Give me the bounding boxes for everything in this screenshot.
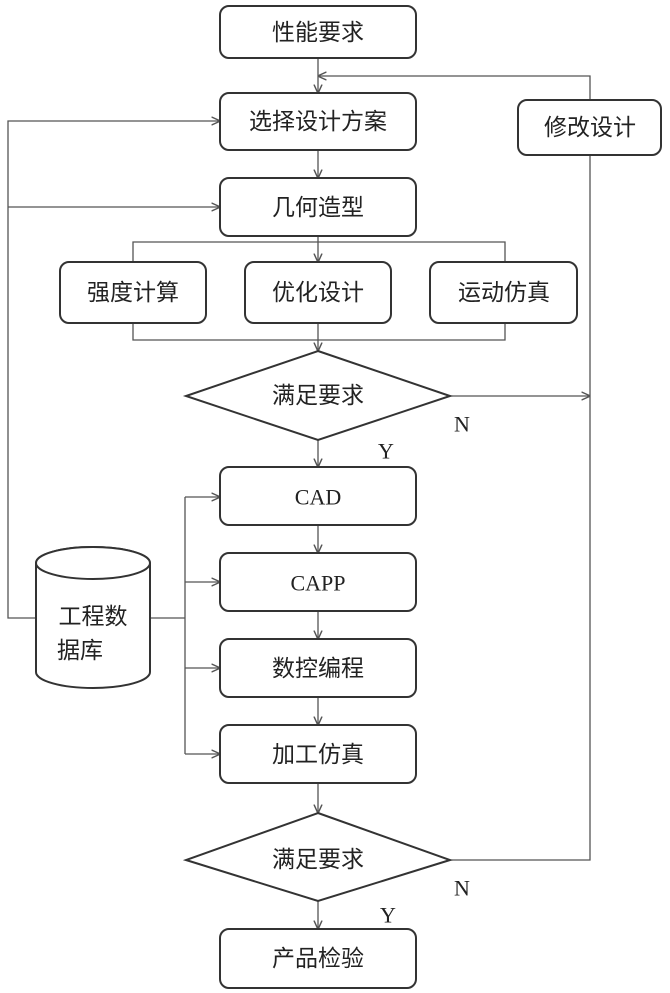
label-no-2: N <box>454 876 470 901</box>
database-label-line1: 工程数 <box>59 604 128 630</box>
node-strength-calculation: 强度计算 <box>59 261 207 324</box>
node-machining-simulation: 加工仿真 <box>219 724 417 784</box>
node-nc-programming: 数控编程 <box>219 638 417 698</box>
label-no-1: N <box>454 412 470 437</box>
node-modify-design: 修改设计 <box>517 99 662 156</box>
node-label: 几何造型 <box>272 195 364 221</box>
node-motion-simulation: 运动仿真 <box>429 261 578 324</box>
node-label: 数控编程 <box>272 656 364 682</box>
label-yes-1: Y <box>378 439 394 464</box>
node-product-inspection: 产品检验 <box>219 928 417 989</box>
connectors <box>7 58 591 929</box>
node-select-design-scheme: 选择设计方案 <box>219 92 417 151</box>
database-label-line2: 据库 <box>57 638 103 664</box>
analysis-top-bracket <box>132 241 506 262</box>
decision-label: 满足要求 <box>272 847 364 873</box>
node-cad: CAD <box>219 466 417 526</box>
analysis-bottom-bracket <box>132 323 506 341</box>
node-label: CAD <box>295 485 341 510</box>
node-geometric-modeling: 几何造型 <box>219 177 417 237</box>
node-capp: CAPP <box>219 552 417 612</box>
decision-2-no-return <box>450 155 591 861</box>
node-label: 强度计算 <box>87 280 179 306</box>
node-label: 加工仿真 <box>272 742 364 768</box>
decision-meet-requirements-2: 满足要求 <box>182 811 454 903</box>
node-label: 性能要求 <box>272 20 364 46</box>
decision-label: 满足要求 <box>272 383 364 409</box>
node-performance-requirement: 性能要求 <box>219 5 417 59</box>
database-to-select-arrow <box>7 121 220 619</box>
modify-feedback-arrow <box>318 76 591 100</box>
engineering-database: 工程数 据库 <box>35 546 151 689</box>
node-optimization-design: 优化设计 <box>244 261 392 324</box>
decision-meet-requirements-1: 满足要求 <box>182 349 454 442</box>
label-yes-2: Y <box>380 903 396 928</box>
node-label: 产品检验 <box>272 946 364 972</box>
node-label: 优化设计 <box>272 280 364 306</box>
node-label: 运动仿真 <box>458 280 550 306</box>
node-label: CAPP <box>290 571 345 596</box>
node-label: 选择设计方案 <box>249 109 387 135</box>
node-label: 修改设计 <box>544 115 636 141</box>
